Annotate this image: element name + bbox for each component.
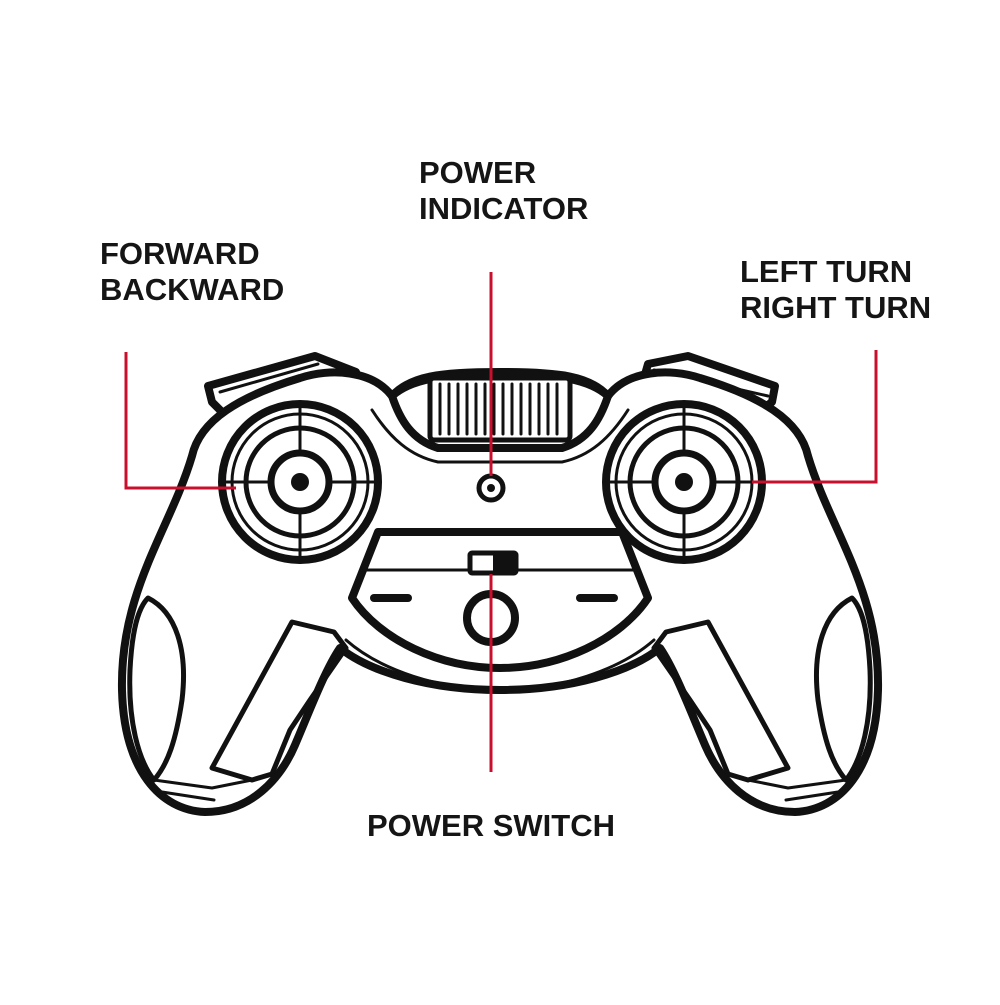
right-joystick <box>602 400 766 564</box>
leader-lines <box>124 272 878 772</box>
label-power-indicator-line-2: INDICATOR <box>419 191 589 226</box>
leader-line-turns <box>752 350 878 484</box>
label-left-right-turn: LEFT TURN RIGHT TURN <box>740 254 931 326</box>
power-indicator-led <box>476 473 506 503</box>
label-power-indicator: POWER INDICATOR <box>419 155 588 227</box>
power-switch <box>467 550 519 576</box>
label-power-indicator-line-1: POWER <box>419 155 537 190</box>
right-grip <box>651 595 873 802</box>
leader-line-forward-backward <box>124 352 236 490</box>
label-power-switch: POWER SWITCH <box>367 808 615 843</box>
label-right-turn-line: RIGHT TURN <box>740 290 932 325</box>
label-backward-line: BACKWARD <box>100 272 285 307</box>
top-vent-housing <box>370 370 630 464</box>
label-forward-backward: FORWARD BACKWARD <box>100 236 284 308</box>
left-joystick <box>218 400 382 564</box>
label-forward-line: FORWARD <box>100 236 260 271</box>
label-left-turn-line: LEFT TURN <box>740 254 913 289</box>
left-grip <box>127 595 349 802</box>
